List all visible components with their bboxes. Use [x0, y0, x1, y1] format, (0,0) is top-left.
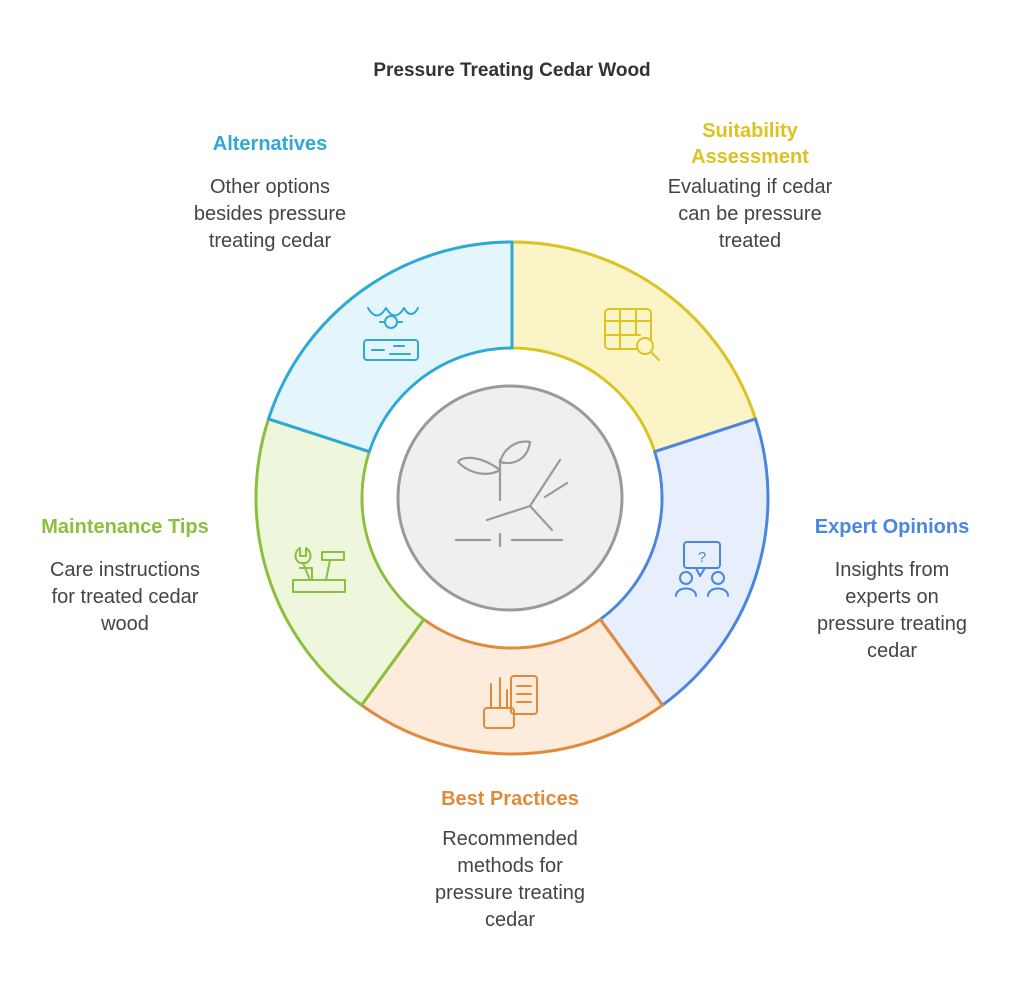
heading-suitability: Suitability Assessment	[691, 120, 809, 168]
heading-maintenance-tips: Maintenance Tips	[41, 516, 209, 538]
description-best-practices: Recommended methods for pressure treatin…	[434, 828, 586, 931]
document-brushes-icon	[483, 675, 538, 729]
diagram-title: Pressure Treating Cedar Wood	[373, 60, 651, 81]
segment-alternatives	[267, 240, 514, 454]
segment-maintenance	[254, 417, 426, 707]
table-search-icon	[604, 308, 660, 361]
people-question-icon: ?	[675, 541, 729, 597]
wood-plank-icon	[363, 307, 419, 361]
plant-hand-icon	[454, 440, 569, 548]
center-circle	[396, 384, 624, 612]
heading-best-practices: Best Practices	[441, 788, 579, 810]
heading-alternatives: Alternatives	[212, 133, 328, 155]
description-expert-opinions: Insights from experts on pressure treati…	[816, 559, 968, 662]
tools-icon	[292, 547, 346, 593]
heading-expert-opinions: Expert Opinions	[814, 516, 970, 538]
svg-text:?: ?	[698, 549, 706, 566]
description-suitability: Evaluating if cedar can be pressure trea…	[667, 176, 833, 252]
description-alternatives: Other options besides pressure treating …	[193, 176, 347, 252]
description-maintenance-tips: Care instructions for treated cedar wood	[49, 559, 201, 635]
segment-suitability	[510, 240, 757, 454]
